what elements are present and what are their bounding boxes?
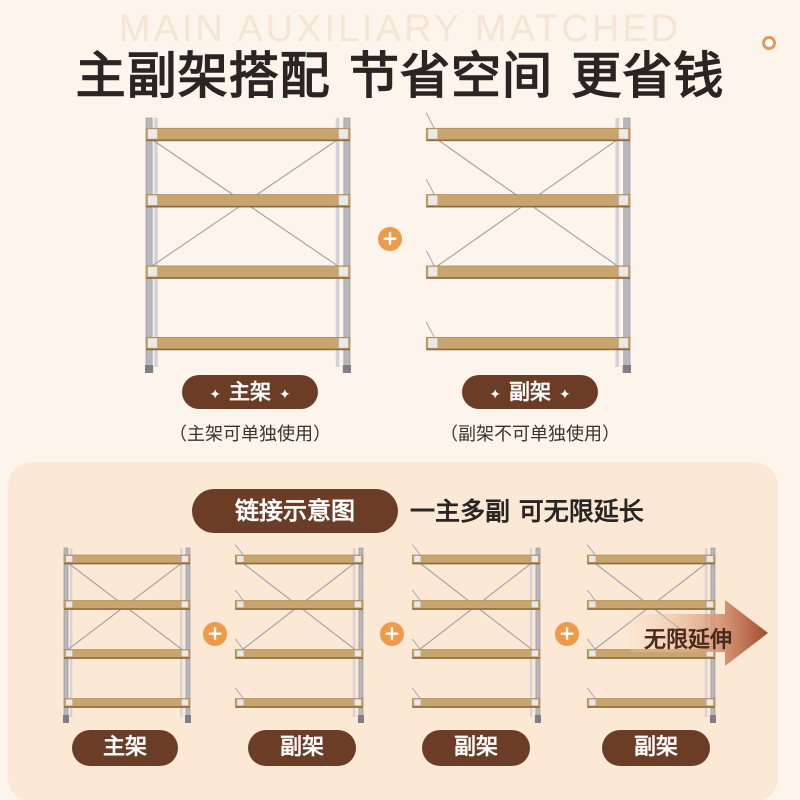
arrow-right-icon (630, 600, 768, 666)
sparkle-icon: ✦ (559, 387, 571, 403)
watermark-text: MAIN AUXILIARY MATCHED (118, 8, 682, 50)
aux-shelf-image (425, 112, 631, 373)
arrow-label: 无限延伸 (644, 628, 733, 653)
diagram-caption: 一主多副 可无限延长 (410, 497, 644, 526)
aux-shelf-note: （副架不可单独使用） (440, 424, 620, 445)
corner-dot-icon (762, 36, 776, 50)
sparkle-icon: ✦ (279, 387, 291, 403)
main-shelf-image (145, 117, 351, 373)
diagram-aux-shelf-image (411, 544, 541, 723)
diagram-main-shelf-image (63, 547, 191, 723)
plus-icon: + (203, 622, 227, 646)
plus-icon: + (378, 227, 402, 251)
aux-shelf-label-text: 副架 (509, 380, 551, 404)
main-shelf-note: （主架可单独使用） (169, 424, 331, 445)
plus-icon: + (555, 622, 579, 646)
main-shelf-label-text: 主架 (229, 380, 271, 404)
diagram-unit-label: 副架 (248, 730, 356, 766)
diagram-unit-label: 副架 (602, 730, 710, 766)
sparkle-icon: ✦ (489, 387, 501, 403)
plus-icon: + (380, 622, 404, 646)
sparkle-icon: ✦ (209, 387, 221, 403)
diagram-unit-label: 主架 (72, 730, 178, 766)
page-title: 主副架搭配 节省空间 更省钱 (75, 47, 725, 105)
diagram-title: 链接示意图 (192, 489, 398, 533)
main-shelf-label: ✦ 主架 ✦ (182, 375, 318, 409)
aux-shelf-label: ✦ 副架 ✦ (462, 375, 598, 409)
diagram-unit-label: 副架 (422, 730, 530, 766)
diagram-aux-shelf-image (234, 544, 364, 723)
